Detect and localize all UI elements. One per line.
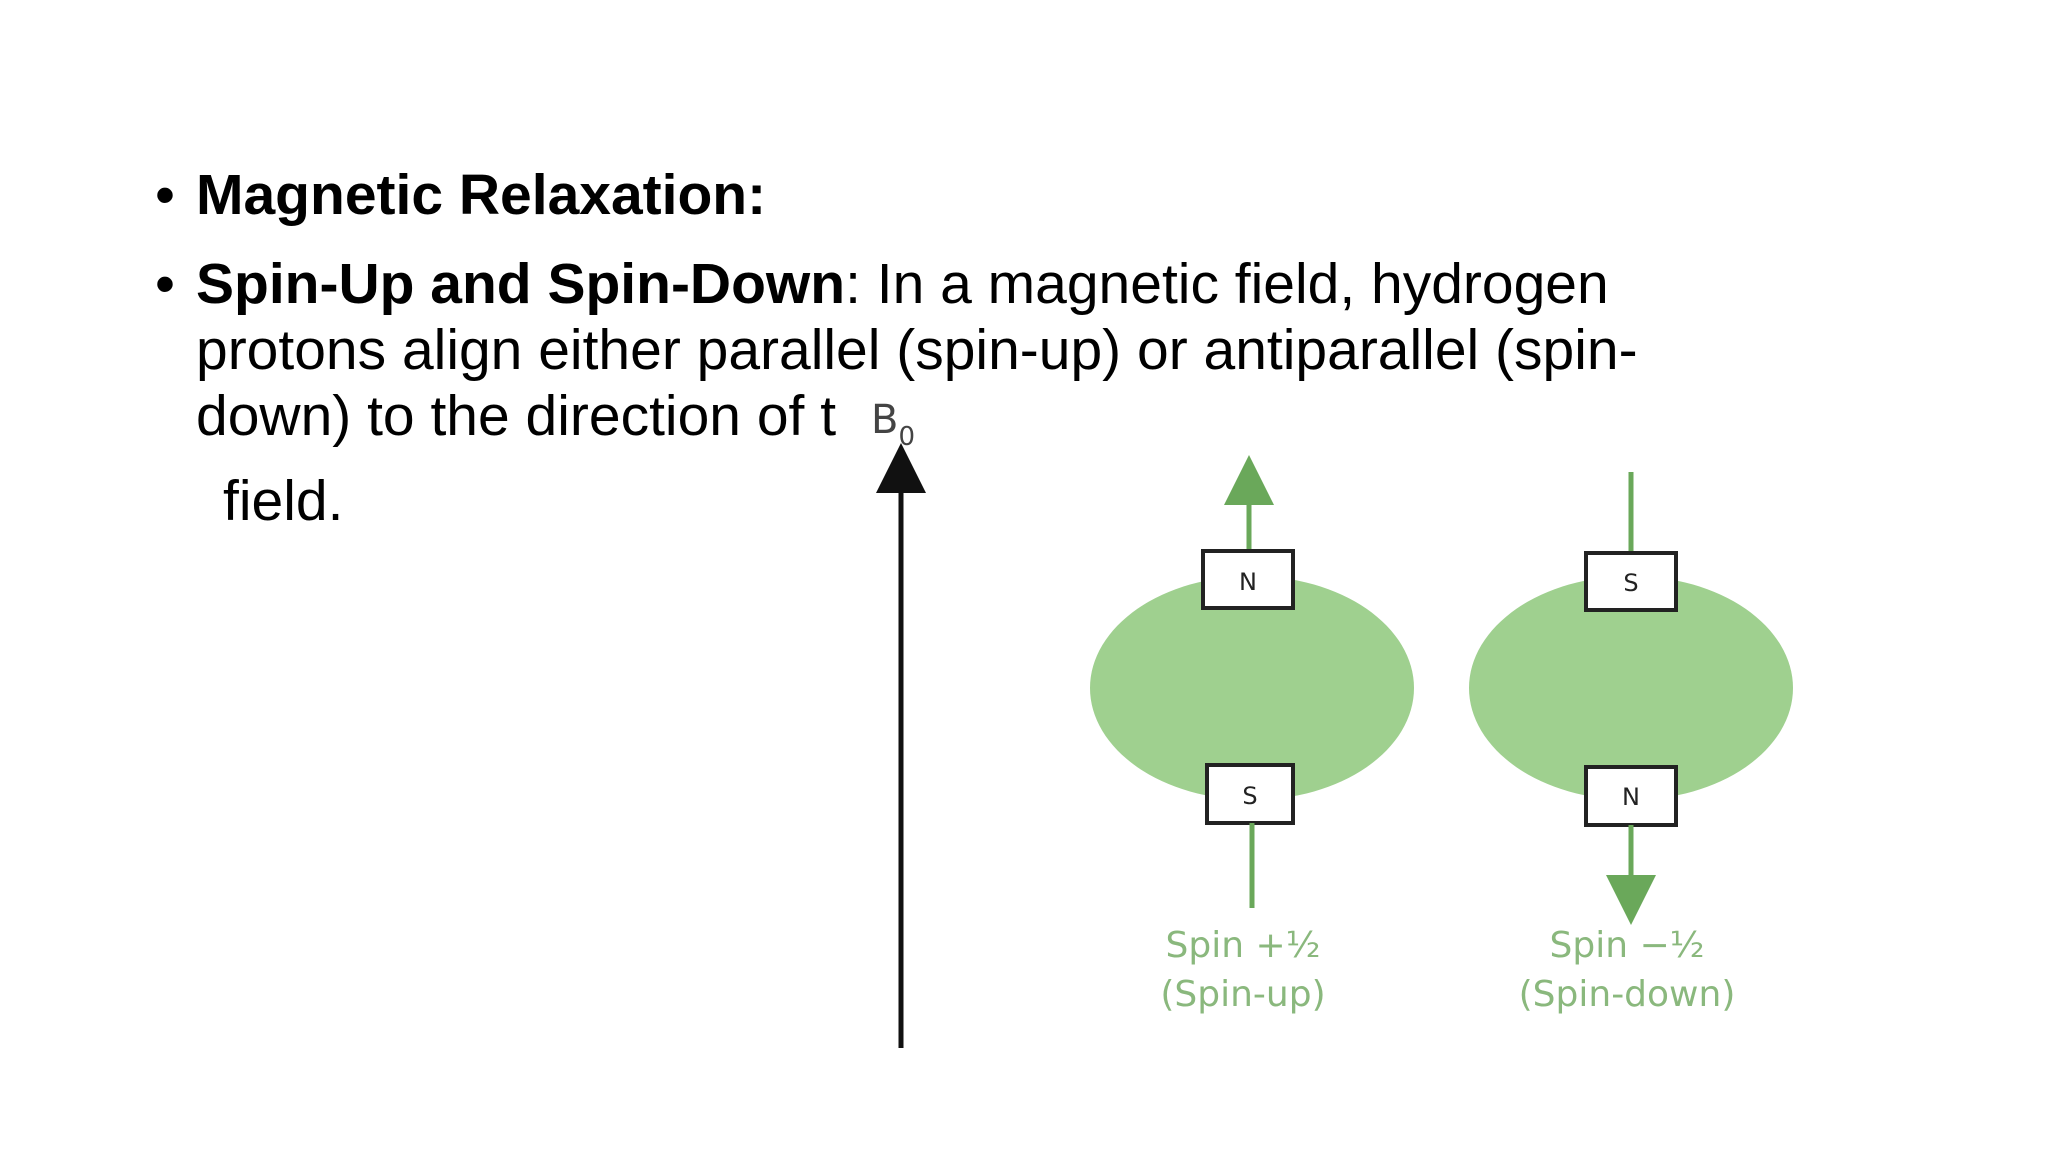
spin-down-label-2: (Spin-down)	[1519, 974, 1736, 1015]
pole-label-bottom: N	[1622, 783, 1640, 811]
spin-down-label-1: Spin −½	[1549, 925, 1704, 966]
spin-down-proton: S N Spin −½ (Spin-down)	[1469, 472, 1793, 1015]
bullet-magnetic-relaxation: Magnetic Relaxation:	[155, 162, 1775, 228]
field-label: B0	[871, 400, 915, 452]
bullet-heading: Magnetic Relaxation:	[196, 163, 766, 227]
spin-diagram: B0 N S Spin +½ (Spin-up) S N	[855, 400, 1815, 1060]
pole-label-bottom: S	[1242, 782, 1257, 810]
spin-up-label-1: Spin +½	[1165, 925, 1320, 966]
spin-diagram-svg: B0 N S Spin +½ (Spin-up) S N	[855, 400, 1815, 1060]
pole-label-top: S	[1623, 569, 1638, 597]
pole-label-top: N	[1239, 568, 1257, 596]
continuation-text: field.	[223, 468, 343, 534]
bullet-heading: Spin-Up and Spin-Down	[196, 252, 845, 316]
spin-up-label-2: (Spin-up)	[1160, 974, 1325, 1015]
spin-up-proton: N S Spin +½ (Spin-up)	[1090, 480, 1414, 1015]
